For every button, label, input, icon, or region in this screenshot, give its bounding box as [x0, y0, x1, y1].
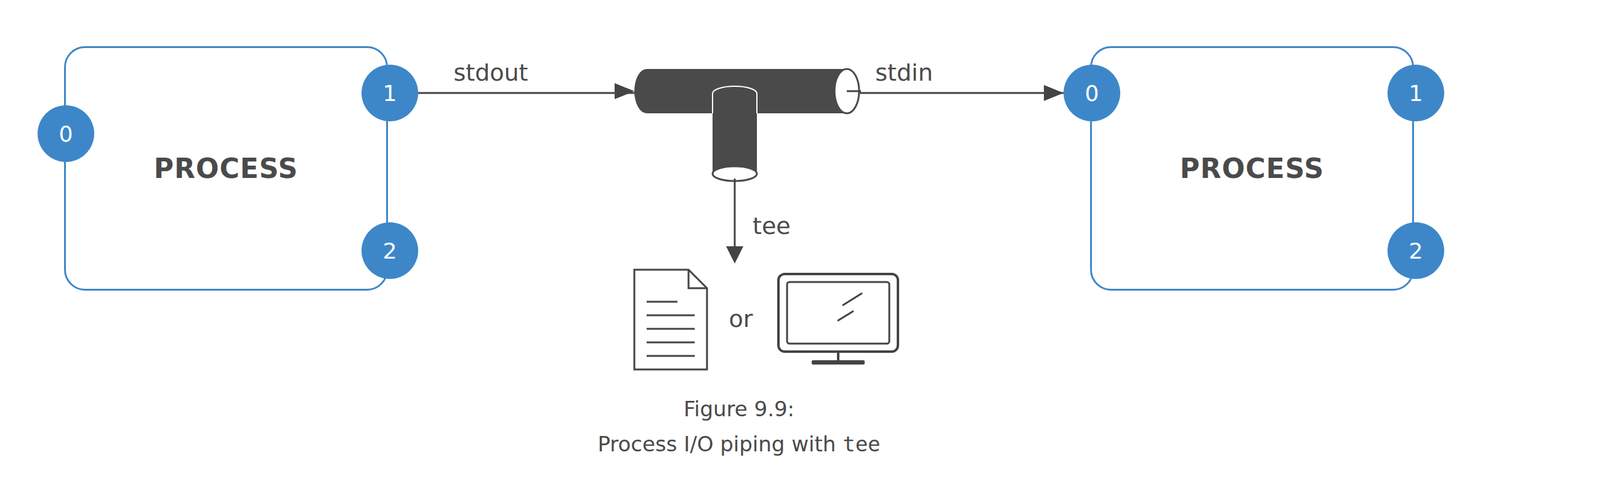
stream-label: tee — [752, 212, 791, 241]
fd-number: 1 — [361, 64, 419, 122]
process-box: PROCESS012 — [1090, 46, 1415, 291]
figure-caption: Figure 9.9: Process I/O piping with tee — [431, 391, 1047, 462]
process-label: PROCESS — [153, 152, 299, 185]
file-icon — [634, 269, 708, 370]
fd-label: 0 — [59, 121, 74, 147]
fd-label: 0 — [1085, 80, 1100, 106]
arrow-head — [614, 83, 635, 100]
fd-number: 2 — [361, 222, 419, 279]
pipe-branch — [712, 93, 757, 174]
pipe-branch-edge — [712, 86, 757, 114]
stream-label: stdin — [875, 59, 933, 88]
fd-label: 1 — [1409, 80, 1424, 106]
arrow-head — [726, 246, 744, 264]
fd-label: 2 — [1409, 238, 1424, 264]
stream-label: stdout — [453, 59, 528, 88]
fd-number: 0 — [37, 105, 95, 162]
fd-number: 2 — [1387, 222, 1445, 279]
fd-number: 1 — [1387, 64, 1445, 122]
fd-number: 0 — [1063, 64, 1121, 122]
process-box: PROCESS012 — [64, 46, 388, 291]
tee-arrow — [734, 178, 736, 249]
monitor-icon — [778, 274, 898, 365]
process-label: PROCESS — [1179, 152, 1325, 185]
fd-label: 1 — [383, 80, 398, 106]
stream-label: or — [729, 305, 754, 334]
pipe-outflow — [846, 90, 861, 93]
fd-label: 2 — [383, 238, 398, 264]
